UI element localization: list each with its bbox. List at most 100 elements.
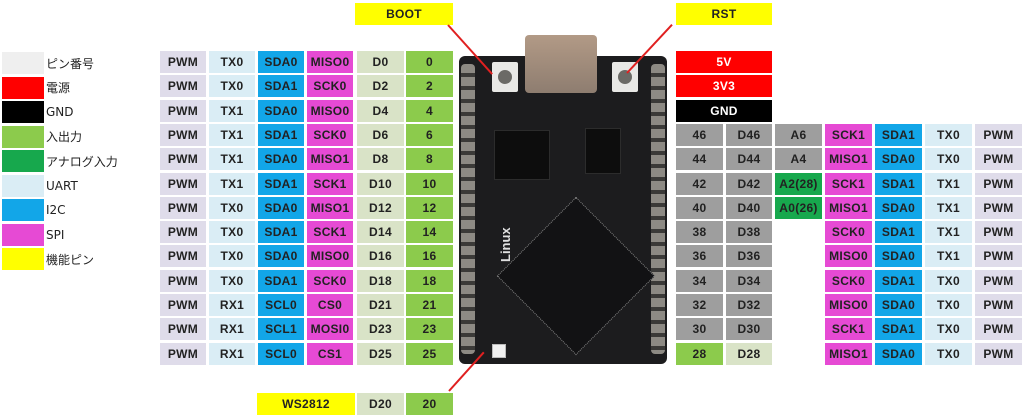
power-pin-gnd: GND [676,99,772,122]
legend-swatch [2,199,44,221]
cell-pin: 32 [676,294,723,316]
legend-item: 入出力 [2,125,82,148]
cell-dpin: D32 [726,294,772,316]
cell-pin: 44 [676,148,723,171]
cell-pwm: PWM [975,148,1022,171]
cell-spi: SCK1 [307,221,353,244]
cell-dpin: D14 [357,221,404,244]
cell-i2c: SDA0 [875,196,922,219]
right-header-pins [651,64,665,354]
cell-uart: TX1 [209,148,255,171]
cell-pin: 28 [676,342,723,365]
cell-pin: 14 [406,221,453,244]
cell-dpin: D10 [357,172,404,195]
cell-i2c: SDA0 [875,245,922,268]
cell-pwm: PWM [975,342,1022,365]
cell-pin: 0 [406,51,453,73]
cell-i2c: SCL0 [258,294,304,316]
cell-pin: 23 [406,318,453,341]
cell-spi: CS0 [307,294,353,316]
cell-dpin: D2 [357,75,404,98]
cell-i2c: SDA1 [258,172,304,195]
cell-pin: 30 [676,318,723,341]
legend-item: I2C [2,199,66,221]
cell-uart: TX1 [925,172,972,195]
cell-pin: 46 [676,123,723,146]
cell-spi: MISO1 [825,196,872,219]
ws2812-pin: 20 [406,393,453,415]
cell-pin: 12 [406,196,453,219]
cell-spi: MISO1 [307,196,353,219]
legend-swatch [2,223,44,246]
cell-uart: TX0 [925,342,972,365]
rst-callout: RST [676,3,772,25]
cell-spi: MISO0 [307,99,353,122]
legend-label: I2C [46,203,66,217]
cell-spi: SCK0 [307,123,353,146]
legend-swatch [2,76,44,99]
cell-analog: A0(26) [775,196,822,219]
power-pin-power: 5V [676,51,772,73]
legend-label: 機能ピン [46,252,95,267]
cell-pwm: PWM [160,269,206,292]
cell-spi: SCK0 [825,269,872,292]
legend-label: GND [46,105,74,119]
cell-pwm: PWM [975,196,1022,219]
cell-uart: TX1 [925,245,972,268]
cell-i2c: SDA1 [875,221,922,244]
cell-i2c: SDA1 [258,123,304,146]
legend-item: アナログ入力 [2,150,118,172]
cell-dpin: D12 [357,196,404,219]
cell-i2c: SDA0 [875,148,922,171]
cell-pwm: PWM [975,123,1022,146]
ws2812-led [492,344,506,358]
legend-label: 電源 [46,81,71,95]
cell-analog: A4 [775,148,822,171]
cell-pwm: PWM [160,294,206,316]
cell-spi: CS1 [307,342,353,365]
cell-spi: SCK0 [307,75,353,98]
cell-pwm: PWM [975,318,1022,341]
cell-uart: TX0 [925,318,972,341]
cell-spi: SCK1 [825,318,872,341]
cell-spi: MISO1 [825,342,872,365]
cell-i2c: SDA1 [258,75,304,98]
cell-pwm: PWM [160,123,206,146]
power-pin-power: 3V3 [676,75,772,98]
cell-uart: TX1 [925,196,972,219]
cell-i2c: SDA0 [258,196,304,219]
cell-dpin: D40 [726,196,772,219]
cell-pin: 18 [406,269,453,292]
cell-dpin: D6 [357,123,404,146]
cell-dpin: D18 [357,269,404,292]
cell-spi: SCK1 [307,172,353,195]
cell-analog: A6 [775,123,822,146]
cell-dpin: D23 [357,318,404,341]
cell-pwm: PWM [160,221,206,244]
cell-pwm: PWM [975,221,1022,244]
cell-uart: TX0 [209,221,255,244]
cell-pin: 36 [676,245,723,268]
cell-uart: TX0 [209,269,255,292]
cell-i2c: SCL0 [258,342,304,365]
legend-item: 電源 [2,76,71,99]
cell-uart: TX0 [209,196,255,219]
cell-spi: SCK1 [825,172,872,195]
cell-i2c: SDA0 [258,245,304,268]
cell-dpin: D34 [726,269,772,292]
cell-pwm: PWM [975,294,1022,316]
cell-pwm: PWM [160,318,206,341]
cell-dpin: D16 [357,245,404,268]
cell-pin: 8 [406,148,453,171]
cell-uart: RX1 [209,318,255,341]
cell-i2c: SDA1 [258,269,304,292]
cell-dpin: D38 [726,221,772,244]
left-header-pins [461,64,475,354]
usb-c-connector [525,35,597,93]
cell-spi: SCK1 [825,123,872,146]
legend-swatch [2,101,44,123]
legend-swatch [2,125,44,148]
boot-button [492,62,518,92]
cell-pwm: PWM [160,245,206,268]
cell-i2c: SDA0 [258,51,304,73]
